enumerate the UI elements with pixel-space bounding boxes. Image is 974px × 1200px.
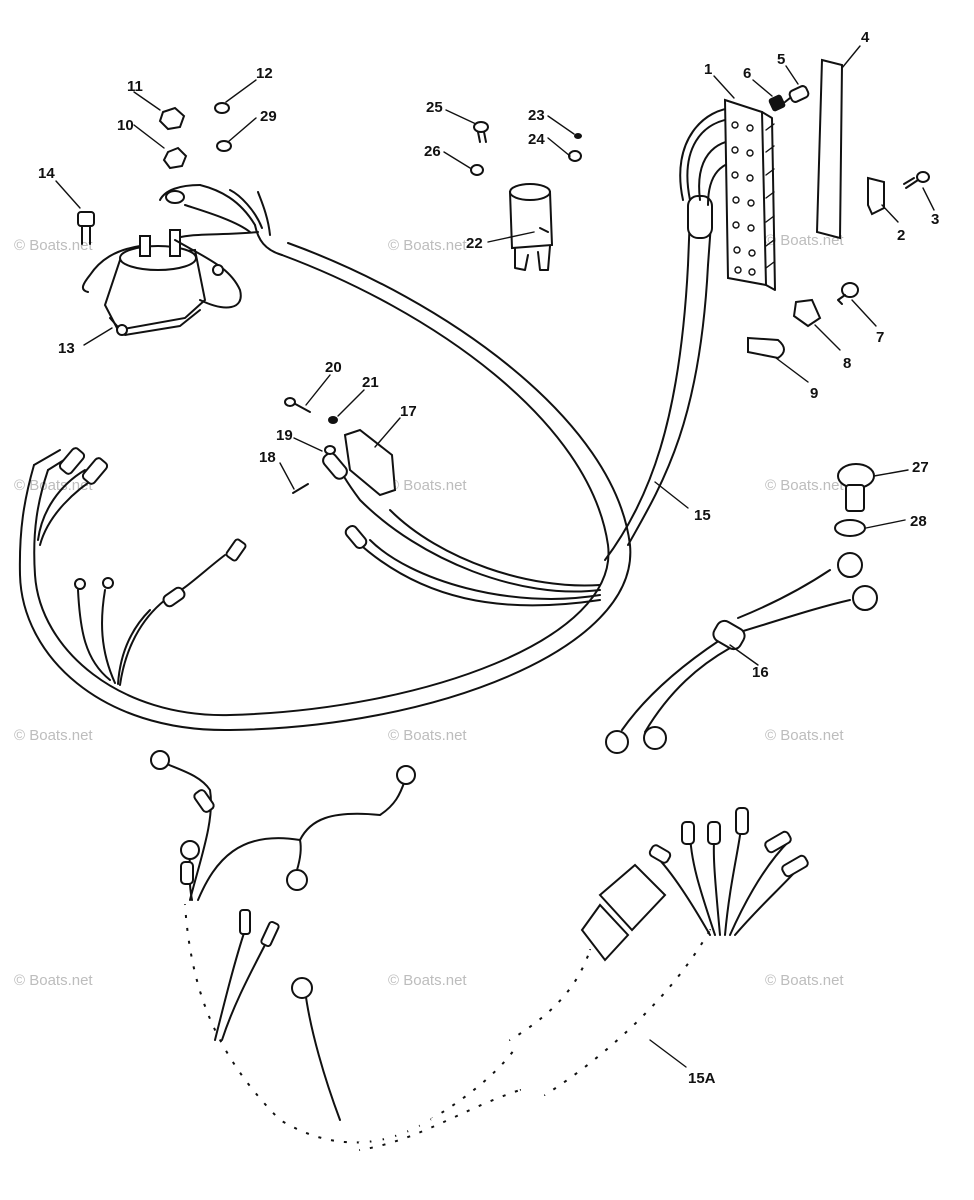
screw-5	[784, 85, 810, 103]
callout-23: 23	[528, 107, 545, 124]
watermark: © Boats.net	[765, 727, 844, 744]
screw-25	[473, 121, 489, 143]
callout-5: 5	[777, 51, 785, 68]
callout-2: 2	[897, 227, 905, 244]
callout-28: 28	[910, 513, 927, 530]
callout-29: 29	[260, 108, 277, 125]
nut-10	[162, 146, 188, 170]
bolt-14	[77, 211, 95, 245]
tape-strip	[815, 58, 844, 240]
washer-19	[324, 445, 336, 455]
callout-20: 20	[325, 359, 342, 376]
callout-1: 1	[704, 61, 712, 78]
spring-6	[768, 94, 786, 112]
callout-21: 21	[362, 374, 379, 391]
nut-26	[470, 164, 484, 176]
watermark: © Boats.net	[765, 972, 844, 989]
screw-20	[284, 397, 311, 413]
watermark: © Boats.net	[388, 477, 467, 494]
clip-2	[867, 176, 885, 216]
battery-cable-16	[605, 552, 878, 754]
main-harness	[18, 107, 749, 732]
callout-19: 19	[276, 427, 293, 444]
callout-15: 15	[694, 507, 711, 524]
solenoid	[82, 229, 242, 336]
callout-27: 27	[912, 459, 929, 476]
watermark: © Boats.net	[388, 727, 467, 744]
callout-24: 24	[528, 131, 545, 148]
callout-8: 8	[843, 355, 851, 372]
clip-8	[792, 298, 822, 328]
washer-28	[834, 519, 866, 537]
terminal-block	[723, 98, 776, 291]
watermark: © Boats.net	[388, 972, 467, 989]
callout-14: 14	[38, 165, 55, 182]
nut-24	[568, 150, 582, 162]
capacitor-22	[508, 183, 554, 271]
callout-7: 7	[876, 329, 884, 346]
watermark: © Boats.net	[14, 237, 93, 254]
washer-21	[328, 416, 338, 424]
callout-12: 12	[256, 65, 273, 82]
callout-9: 9	[810, 385, 818, 402]
screw-3	[903, 171, 930, 189]
watermark: © Boats.net	[765, 477, 844, 494]
watermark: © Boats.net	[14, 727, 93, 744]
screw-18	[292, 483, 309, 494]
watermark: © Boats.net	[14, 477, 93, 494]
bolt-7	[837, 282, 859, 305]
callout-10: 10	[117, 117, 134, 134]
callout-11: 11	[127, 78, 143, 95]
leader-lines	[55, 45, 935, 1068]
harness-15a	[150, 750, 809, 1159]
washer-23	[574, 133, 582, 139]
watermark: © Boats.net	[388, 237, 467, 254]
watermarks: © Boats.net © Boats.net © Boats.net © Bo…	[14, 232, 844, 989]
callout-18: 18	[259, 449, 276, 466]
callout-labels: 1 2 3 4 5 6 7 8 9 10 11 12 13 14 15 15A …	[38, 29, 939, 1087]
callout-13: 13	[58, 340, 75, 357]
callout-4: 4	[861, 29, 870, 46]
washer-29	[216, 140, 232, 152]
callout-16: 16	[752, 664, 769, 681]
callout-6: 6	[743, 65, 751, 82]
watermark: © Boats.net	[765, 232, 844, 249]
clamp-9	[747, 336, 785, 360]
callout-22: 22	[466, 235, 483, 252]
watermark: © Boats.net	[14, 972, 93, 989]
washer-12	[214, 102, 230, 114]
callout-25: 25	[426, 99, 443, 116]
switch-17	[343, 428, 397, 497]
callout-3: 3	[931, 211, 939, 228]
callout-15a: 15A	[688, 1070, 716, 1087]
callout-26: 26	[424, 143, 441, 160]
callout-17: 17	[400, 403, 417, 420]
nut-11	[158, 106, 186, 131]
